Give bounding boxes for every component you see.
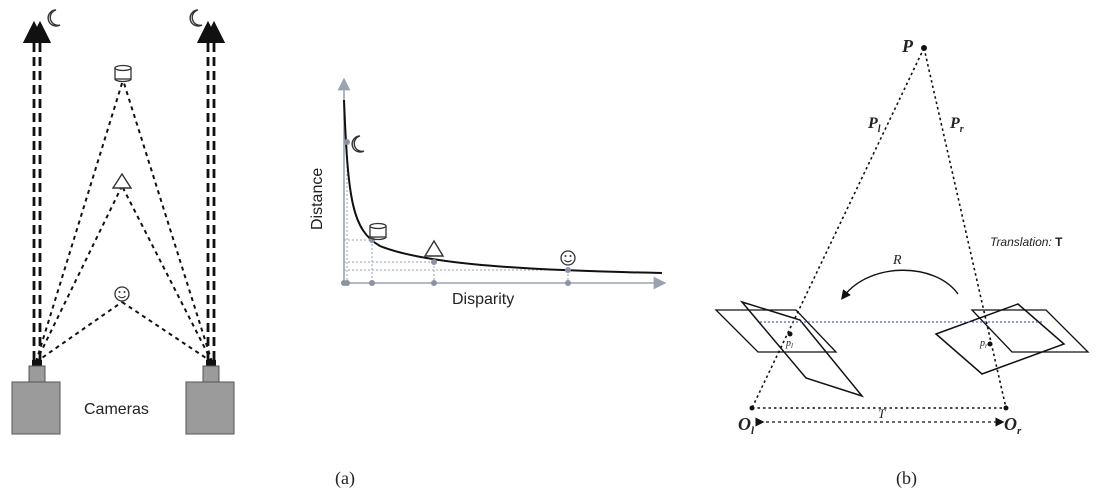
moon-icon	[189, 9, 203, 27]
distance-curve	[343, 99, 663, 274]
smiley-icon	[114, 286, 130, 302]
x-axis-label: Disparity	[452, 291, 514, 308]
label-or: Or	[1004, 414, 1022, 437]
right-ray-smiley	[121, 301, 213, 363]
left-image-plane-horizontal	[714, 309, 838, 353]
cylinder-icon	[114, 64, 132, 83]
translation-label: Translation: T	[990, 235, 1063, 249]
left-ray-smiley	[35, 301, 123, 363]
left-image-plane-rotated	[739, 300, 865, 398]
right-camera-icon	[185, 360, 235, 435]
curve-point-smiley	[565, 267, 571, 273]
cameras-label: Cameras	[84, 401, 149, 418]
left-ray-triangle	[35, 185, 123, 363]
point-pl	[787, 331, 793, 337]
moon-icon	[351, 135, 365, 153]
right-ray-cylinder	[122, 79, 213, 363]
label-baseline-t: T	[878, 406, 886, 421]
caption-b: (b)	[896, 468, 917, 489]
y-axis-label: Distance	[309, 168, 326, 230]
right-image-plane-rotated	[934, 303, 1066, 375]
curve-point-triangle	[431, 259, 437, 265]
label-ol: Ol	[738, 414, 755, 437]
ray-left	[751, 47, 925, 409]
right-image-plane-horizontal	[970, 309, 1090, 353]
right-ray-triangle	[121, 185, 213, 363]
left-camera-icon	[11, 360, 61, 435]
triangle-icon	[423, 239, 445, 257]
ray-right	[923, 47, 1007, 409]
smiley-icon	[560, 250, 576, 266]
stereo-cameras-diagram: Cameras	[11, 9, 235, 435]
disparity-distance-graph: Distance Disparity	[309, 77, 667, 308]
label-image-pl: pl	[785, 338, 793, 350]
point-pr	[987, 341, 993, 347]
stereo-geometry-diagram: P Pl Pr Translation: T R pl pr T Ol Or	[714, 36, 1090, 437]
label-image-pr: pr	[979, 338, 988, 350]
moon-icon	[47, 9, 61, 27]
label-p: P	[901, 36, 914, 56]
label-pl: Pl	[867, 115, 881, 135]
cylinder-icon	[369, 222, 387, 241]
rotation-arrow	[841, 269, 959, 300]
origin-left	[749, 405, 755, 411]
triangle-icon	[111, 172, 133, 189]
origin-right	[1003, 405, 1009, 411]
label-r: R	[892, 253, 902, 268]
caption-a: (a)	[335, 468, 355, 489]
label-pr: Pr	[949, 115, 964, 135]
left-ray-cylinder	[35, 79, 124, 363]
curve-point-moon	[344, 139, 350, 145]
